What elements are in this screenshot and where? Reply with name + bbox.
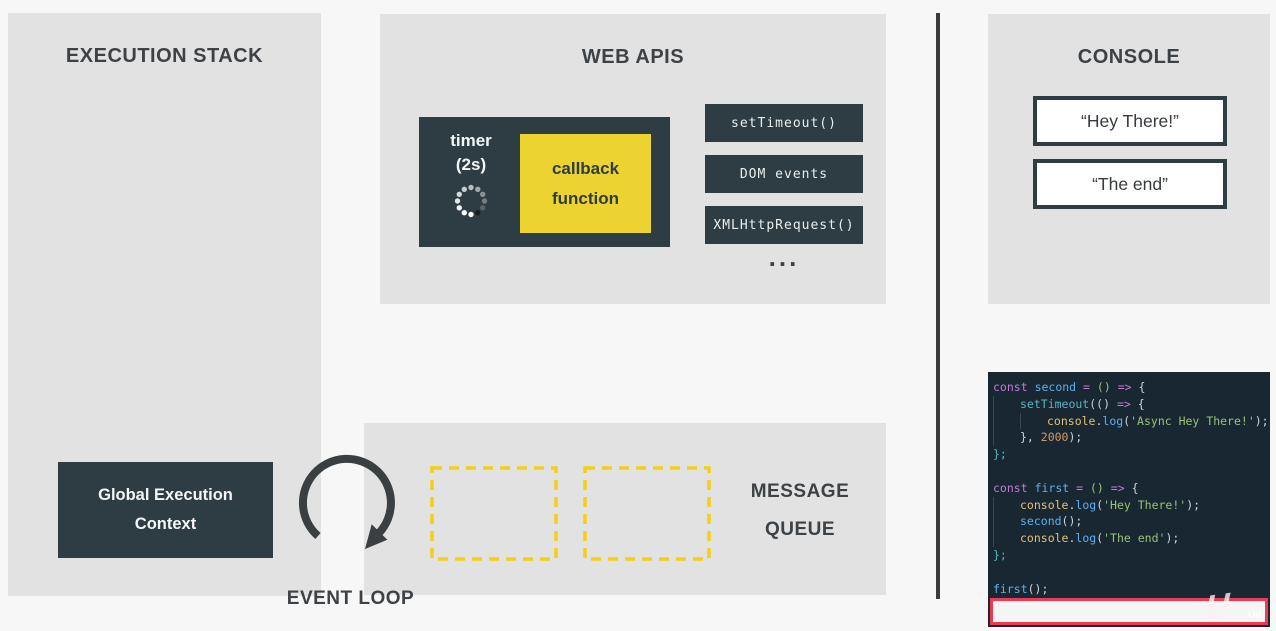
timer-label: timer	[450, 131, 492, 150]
queue-slot-2	[583, 466, 711, 561]
global-execution-context-box: Global Execution Context	[58, 462, 273, 558]
web-apis-title: WEB APIS	[581, 46, 685, 68]
code-line	[993, 564, 1268, 581]
execution-stack-title: EXECUTION STACK	[65, 45, 264, 67]
timer-info: timer (2s)	[425, 117, 517, 247]
code-line: console.log('The end');	[993, 530, 1268, 547]
execution-stack-panel: EXECUTION STACK Global Execution Context	[8, 13, 321, 596]
queue-slot-1	[430, 466, 558, 561]
callback-function-box: callback function	[520, 134, 651, 233]
xmlhttprequest-api-box: XMLHttpRequest()	[705, 206, 863, 244]
console-title: CONSOLE	[1077, 46, 1181, 68]
watermark-text: Ud	[1248, 610, 1262, 621]
code-line: console.log('Async Hey There!');	[993, 412, 1269, 430]
console-output-box: “Hey There!”	[1033, 96, 1227, 146]
queue-slots	[430, 466, 711, 561]
code-line: const first = () => {	[993, 480, 1139, 495]
settimeout-api-box: setTimeout()	[705, 104, 863, 142]
code-line: };	[993, 447, 1007, 462]
dom-events-api-box: DOM events	[705, 155, 863, 193]
next-output-highlight-box	[990, 598, 1268, 625]
callback-line2: function	[551, 188, 620, 208]
timer-duration: (2s)	[455, 155, 487, 174]
code-line: console.log('Hey There!');	[993, 496, 1268, 514]
code-panel: const second = () => {setTimeout(() => {…	[988, 372, 1270, 627]
gec-line1: Global Execution	[98, 486, 233, 504]
callback-line1: callback	[551, 158, 620, 178]
more-apis-ellipsis: ...	[768, 242, 800, 272]
watermark-logo-icon: U	[1204, 586, 1231, 628]
event-loop-label: EVENT LOOP	[286, 588, 415, 609]
code-line: }, 2000);	[993, 429, 1268, 447]
console-output-box: “The end”	[1033, 159, 1227, 209]
message-queue-title-line2: QUEUE	[764, 519, 836, 540]
message-queue-title-line1: MESSAGE	[750, 481, 850, 502]
gec-line2: Context	[134, 515, 197, 533]
message-queue-title: MESSAGE QUEUE	[720, 473, 880, 549]
code-block: const second = () => {setTimeout(() => {…	[993, 379, 1269, 597]
code-line: const second = () => {	[993, 380, 1146, 394]
code-line: first();	[993, 581, 1049, 596]
code-line: setTimeout(() => {	[993, 395, 1268, 413]
console-panel: CONSOLE “Hey There!” “The end”	[988, 14, 1270, 304]
web-apis-panel: WEB APIS timer (2s) callback functi	[380, 14, 886, 304]
timer-spinner-icon	[454, 184, 488, 218]
vertical-divider	[936, 13, 940, 599]
code-line	[993, 463, 1268, 480]
event-loop-arrow-icon	[298, 454, 395, 549]
message-queue-panel: MESSAGE QUEUE	[364, 423, 886, 595]
code-line: };	[993, 547, 1007, 562]
code-line: second();	[993, 513, 1268, 531]
timer-box: timer (2s) callback function	[419, 117, 670, 247]
